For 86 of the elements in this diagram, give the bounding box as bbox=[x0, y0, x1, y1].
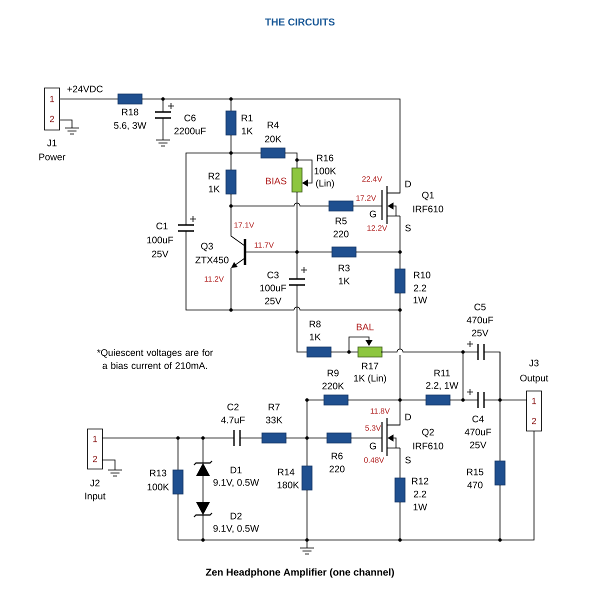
component-label: 470uF bbox=[466, 316, 494, 324]
component-label: R6 bbox=[332, 452, 343, 460]
component-label: 20K bbox=[265, 136, 282, 142]
component-label: 25V bbox=[152, 250, 168, 258]
component-label: R7 bbox=[268, 404, 280, 410]
component-label: C5 bbox=[474, 304, 486, 310]
title: THE CIRCUITS bbox=[265, 18, 335, 26]
component-label: R16 bbox=[317, 154, 334, 162]
component-label: 220 bbox=[330, 466, 345, 472]
component-label: Q3 bbox=[201, 242, 213, 252]
component-label: 1W bbox=[414, 296, 428, 304]
component-label: 5.6, 3W bbox=[114, 122, 146, 130]
component-label: R1 bbox=[242, 114, 253, 122]
component-label: R13 bbox=[150, 470, 166, 476]
component-label: (Lin) bbox=[316, 180, 334, 188]
component-label: 470uF bbox=[464, 428, 492, 436]
component-label: 25V bbox=[470, 442, 486, 448]
connector-box: 1 2 bbox=[526, 390, 542, 432]
component-label: 1K bbox=[242, 128, 253, 134]
component-label: R15 bbox=[467, 468, 484, 476]
connector-label: J1 bbox=[47, 140, 57, 146]
component-label: R11 bbox=[434, 370, 450, 376]
component-label: 100uF bbox=[260, 284, 286, 292]
connector-box: 1 2 bbox=[87, 428, 103, 470]
component-label: C3 bbox=[267, 272, 279, 278]
connector-label: J2 bbox=[90, 480, 100, 486]
supply-label: +24VDC bbox=[67, 86, 103, 92]
component-label: 2.2 bbox=[414, 284, 426, 292]
component-label: 9.1V, 0.5W bbox=[213, 525, 260, 533]
component-label: 1W bbox=[414, 504, 428, 510]
component-label: C4 bbox=[472, 416, 484, 422]
component-label: R5 bbox=[336, 218, 347, 224]
adjust-label: BAL bbox=[356, 324, 374, 330]
pin-label: S bbox=[405, 456, 411, 464]
pin-label: D bbox=[405, 414, 411, 420]
component-label: R8 bbox=[310, 320, 321, 328]
pin-label: S bbox=[405, 224, 411, 232]
component-label: 1K bbox=[338, 278, 350, 284]
connector-label: Power bbox=[39, 154, 66, 160]
component-label: Q1 bbox=[422, 192, 434, 200]
component-label: 100K bbox=[314, 168, 336, 174]
component-label: 2200uF bbox=[174, 128, 206, 134]
connector-label: Output bbox=[520, 374, 548, 384]
note-text: *Quiescent voltages are for a bias current of 210mA. bbox=[97, 349, 213, 369]
component-label: R3 bbox=[338, 264, 350, 272]
component-label: ZTX450 bbox=[195, 256, 229, 264]
component-label: 1K (Lin) bbox=[354, 374, 386, 384]
component-label: R2 bbox=[208, 172, 220, 180]
component-label: 100uF bbox=[147, 236, 174, 244]
component-label: C6 bbox=[184, 114, 196, 122]
component-label: 1K bbox=[208, 186, 220, 192]
component-label: R4 bbox=[268, 122, 279, 128]
component-label: 4.7uF bbox=[221, 416, 245, 424]
connector-label: Input bbox=[85, 492, 106, 502]
component-label: 33K bbox=[266, 416, 282, 424]
component-label: IRF610 bbox=[413, 206, 444, 212]
caption: Zen Headphone Amplifier (one channel) bbox=[206, 568, 394, 578]
component-label: 2.2 bbox=[414, 490, 426, 498]
adjust-label: BIAS bbox=[266, 178, 286, 184]
component-label: D1 bbox=[230, 466, 242, 474]
pin-label: D bbox=[405, 180, 411, 188]
component-label: R12 bbox=[412, 478, 428, 484]
component-label: C2 bbox=[227, 404, 239, 410]
component-label: 25V bbox=[472, 330, 488, 336]
component-label: 470 bbox=[467, 482, 483, 488]
component-label: R10 bbox=[414, 272, 430, 278]
component-label: R18 bbox=[122, 108, 138, 116]
component-label: 180K bbox=[278, 482, 299, 488]
component-label: IRF610 bbox=[413, 442, 444, 450]
component-label: 220 bbox=[334, 230, 349, 238]
component-label: 1K bbox=[310, 334, 321, 340]
pin-label: G bbox=[370, 442, 376, 450]
component-label: 100K bbox=[148, 484, 169, 490]
component-label: C1 bbox=[156, 222, 168, 230]
component-label: R17 bbox=[362, 362, 378, 370]
component-label: 9.1V, 0.5W bbox=[213, 479, 260, 487]
component-label: D2 bbox=[230, 512, 242, 520]
connector-label: J3 bbox=[529, 360, 539, 366]
pin-label: G bbox=[370, 210, 376, 218]
component-label: R14 bbox=[278, 468, 294, 476]
component-label: Q2 bbox=[422, 428, 434, 438]
component-label: 25V bbox=[265, 298, 282, 304]
component-label: 220K bbox=[322, 382, 344, 390]
component-label: R9 bbox=[328, 370, 339, 376]
component-label: 2.2, 1W bbox=[426, 382, 458, 390]
connector-box: 1 2 bbox=[44, 88, 60, 130]
